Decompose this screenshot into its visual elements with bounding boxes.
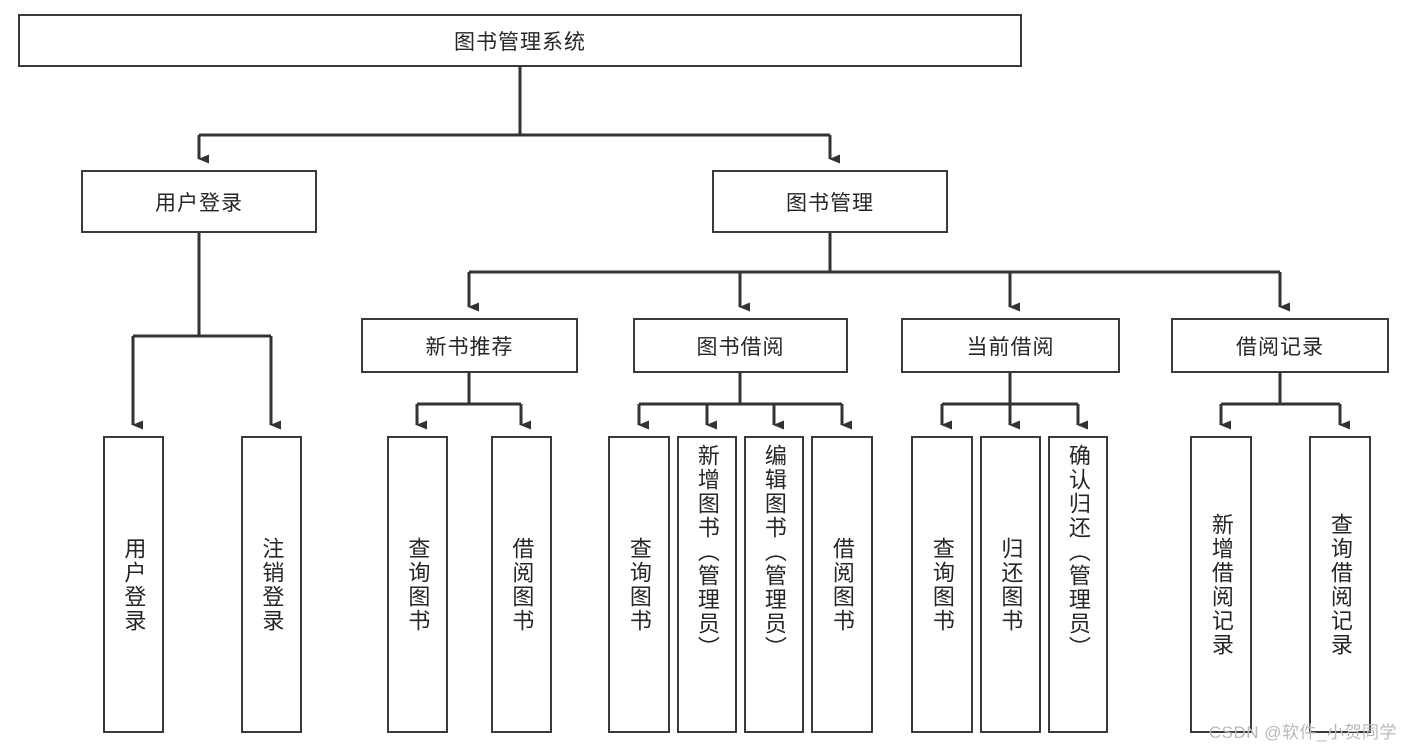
leaf-borrow-book-2-label: 借阅图书 [829,536,855,633]
leaf-add-book[interactable]: 新增图书（管理员） [677,436,737,733]
leaf-add-record-label: 新增借阅记录 [1208,512,1234,657]
node-new-book-rec-label: 新书推荐 [425,335,514,359]
watermark: CSDN @软件_小贺同学 [1208,723,1397,742]
leaf-user-login-label: 用户登录 [121,536,147,633]
leaf-edit-book-label: 编辑图书（管理员） [761,444,787,660]
node-new-book-rec[interactable]: 新书推荐 [361,318,578,373]
leaf-return-book[interactable]: 归还图书 [980,436,1041,733]
node-borrow-record-label: 借阅记录 [1236,335,1324,359]
node-current-borrow[interactable]: 当前借阅 [901,318,1120,373]
leaf-query-book-3-label: 查询图书 [929,536,955,633]
leaf-query-book-2[interactable]: 查询图书 [608,436,670,733]
leaf-logout[interactable]: 注销登录 [241,436,302,733]
leaf-confirm-return[interactable]: 确认归还（管理员） [1048,436,1108,733]
leaf-query-book-1-label: 查询图书 [405,536,431,633]
leaf-add-book-label: 新增图书（管理员） [694,444,720,660]
node-user-login[interactable]: 用户登录 [81,170,317,233]
leaf-query-record-label: 查询借阅记录 [1327,512,1353,657]
node-book-borrow-label: 图书借阅 [696,335,785,359]
leaf-query-book-1[interactable]: 查询图书 [387,436,448,733]
node-current-borrow-label: 当前借阅 [966,335,1055,359]
leaf-edit-book[interactable]: 编辑图书（管理员） [744,436,804,733]
leaf-borrow-book-1-label: 借阅图书 [509,536,535,633]
node-borrow-record[interactable]: 借阅记录 [1171,318,1389,373]
node-root-label: 图书管理系统 [454,30,586,54]
leaf-borrow-book-1[interactable]: 借阅图书 [491,436,552,733]
leaf-confirm-return-label: 确认归还（管理员） [1065,444,1091,660]
node-book-borrow[interactable]: 图书借阅 [633,318,848,373]
leaf-add-record[interactable]: 新增借阅记录 [1190,436,1252,733]
node-book-manage[interactable]: 图书管理 [712,170,948,233]
node-user-login-label: 用户登录 [155,191,243,215]
leaf-query-book-3[interactable]: 查询图书 [911,436,973,733]
leaf-query-record[interactable]: 查询借阅记录 [1309,436,1371,733]
leaf-logout-label: 注销登录 [259,536,285,633]
leaf-return-book-label: 归还图书 [998,536,1024,633]
leaf-borrow-book-2[interactable]: 借阅图书 [811,436,873,733]
leaf-query-book-2-label: 查询图书 [626,536,652,633]
leaf-user-login[interactable]: 用户登录 [103,436,164,733]
node-book-manage-label: 图书管理 [786,191,874,215]
node-root[interactable]: 图书管理系统 [18,14,1022,67]
